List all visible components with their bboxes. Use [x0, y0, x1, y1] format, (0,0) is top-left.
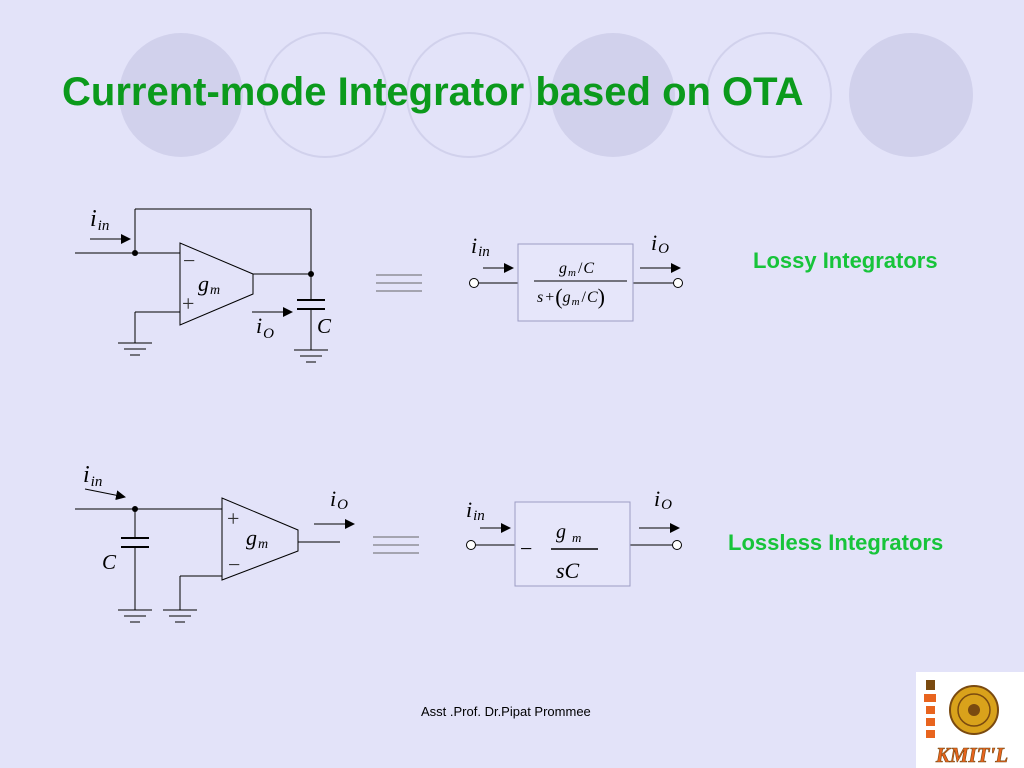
- lossless-cap-label: C: [102, 550, 117, 574]
- slide-footer: Asst .Prof. Dr.Pipat Prommee: [421, 704, 591, 719]
- lossy-transfer-block: [469, 243, 683, 322]
- lossless-transfer-block: [466, 501, 682, 587]
- lossy-iin-label: iin: [90, 206, 109, 234]
- lossless-plus-sign: +: [227, 506, 239, 531]
- lossless-block-iin-label: iin: [466, 497, 485, 524]
- ground-icon: [118, 342, 152, 356]
- capacitor-icon: [297, 299, 325, 310]
- deco-circle-1: [119, 33, 243, 157]
- ground-icon: [163, 609, 197, 623]
- deco-circle-2: [262, 32, 388, 158]
- lossy-ota-circuit: [75, 208, 328, 363]
- lossy-integrators-label: Lossy Integrators: [753, 248, 938, 273]
- kmitl-logo: KMIT'L: [916, 672, 1024, 768]
- lossy-block-io-label: iO: [651, 230, 669, 257]
- equivalence-icon: [373, 536, 419, 554]
- emblem-icon: [949, 685, 999, 735]
- lossy-block-iin-label: iin: [471, 233, 490, 260]
- deco-circle-6: [849, 33, 973, 157]
- equivalence-icon: [376, 274, 422, 292]
- lossy-transfer-denominator: s+(gm/C): [537, 284, 605, 309]
- deco-circle-3: [406, 32, 532, 158]
- deco-circle-4: [551, 33, 675, 157]
- slide-title: Current-mode Integrator based on OTA: [62, 70, 804, 114]
- deco-circle-5: [706, 32, 832, 158]
- lossless-ota-symbol: [221, 497, 299, 581]
- lossless-iin-label: iin: [83, 462, 102, 490]
- lossless-gm-label: gm: [246, 525, 268, 552]
- lossless-minus-sign: −: [228, 552, 240, 577]
- lossless-block-io-label: iO: [654, 486, 672, 513]
- lossy-minus-sign: −: [183, 248, 195, 273]
- tower-icon: [924, 680, 936, 738]
- capacitor-icon: [121, 537, 149, 548]
- lossy-plus-sign: +: [182, 291, 194, 316]
- ground-icon: [294, 349, 328, 363]
- logo-text: KMIT'L: [935, 743, 1008, 767]
- lossy-io-label: iO: [256, 313, 274, 342]
- lossy-transfer-numerator: gm/C: [559, 260, 594, 279]
- lossless-integrators-label: Lossless Integrators: [728, 530, 944, 555]
- lossless-transfer-denominator: sC: [556, 558, 580, 583]
- lossless-transfer-sign: −: [520, 536, 532, 561]
- lossy-ota-symbol: [179, 242, 254, 326]
- lossless-ota-circuit: [75, 488, 355, 623]
- decorative-circles: [119, 32, 973, 158]
- lossy-cap-label: C: [317, 314, 332, 338]
- ground-icon: [118, 609, 152, 623]
- lossy-gm-label: gm: [198, 271, 220, 298]
- lossless-io-label: iO: [330, 486, 348, 513]
